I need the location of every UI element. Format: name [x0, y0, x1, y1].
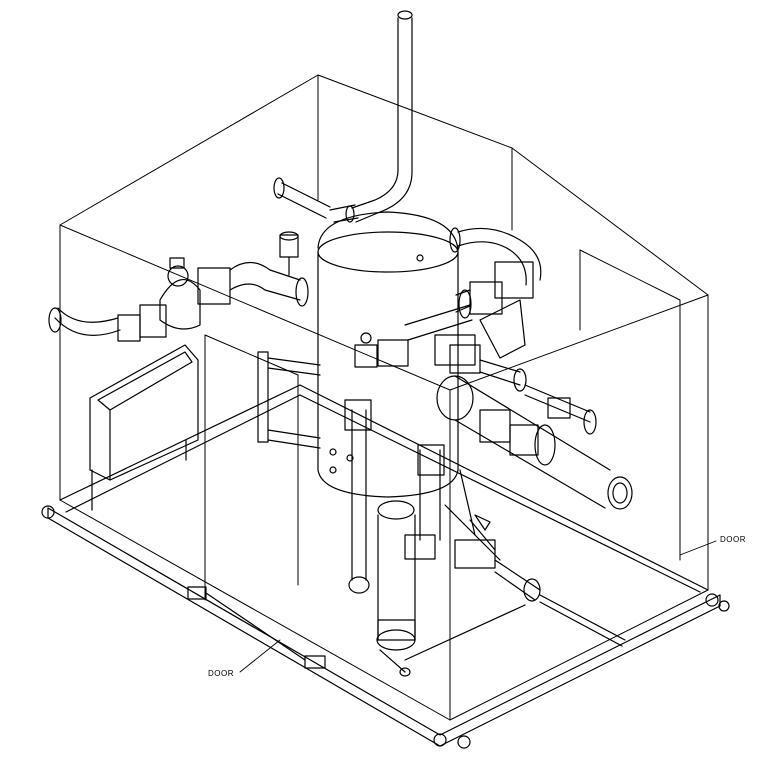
discharge-pipe	[436, 375, 633, 510]
door-callout-bottom: DOOR	[208, 669, 234, 678]
right-upper-piping	[404, 227, 542, 359]
door-callout-right: DOOR	[720, 535, 746, 544]
drain-columns	[344, 399, 416, 677]
base-skid	[41, 384, 730, 749]
lower-valve-cluster	[404, 444, 626, 661]
pressure-tank	[317, 211, 459, 498]
callout-leaders	[239, 540, 717, 673]
vent-pipe	[273, 10, 413, 223]
support-bracket	[257, 351, 321, 449]
control-panel-box	[89, 344, 199, 511]
left-inlet-piping	[48, 231, 309, 342]
mid-valve-train	[354, 332, 597, 435]
enclosure-frame	[59, 74, 709, 721]
